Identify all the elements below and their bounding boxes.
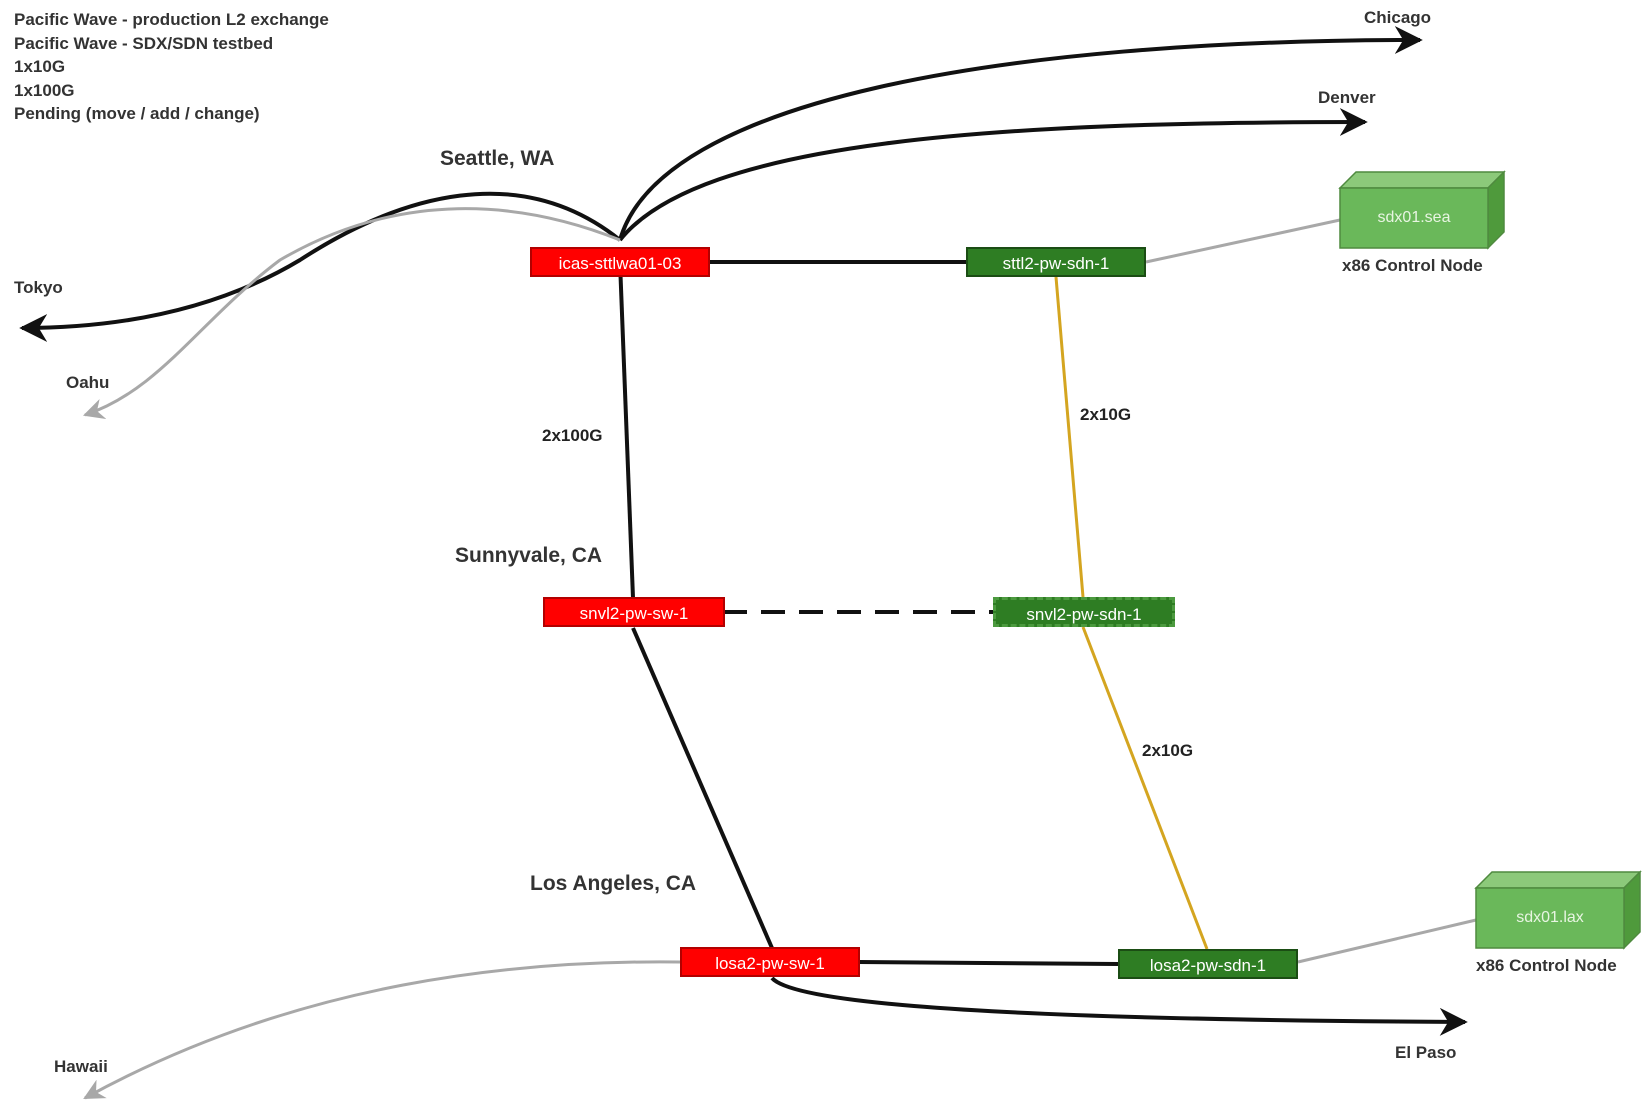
dest-tokyo: Tokyo xyxy=(14,278,63,297)
control-node-box-sea xyxy=(1338,170,1506,250)
control-node-lax-caption: x86 Control Node xyxy=(1476,956,1617,975)
link-la-elpaso xyxy=(770,976,1468,1036)
link-seattle-tokyo xyxy=(19,191,622,342)
legend-item: 1x10G xyxy=(14,57,66,76)
link-snvl2-losa2-sdn xyxy=(1081,626,1209,950)
dest-chicago: Chicago xyxy=(1364,8,1432,27)
control-node-sea-label: sdx01.sea xyxy=(1377,209,1451,226)
link-label-2x10g-sea: 2x10G xyxy=(1080,405,1132,424)
link-seattle-sunnyvale xyxy=(618,261,635,599)
control-node-sea-caption: x86 Control Node xyxy=(1342,256,1483,275)
node-icas-sttlwa01-03[interactable]: icas-sttlwa01-03 xyxy=(530,247,710,277)
node-snvl2-pw-sw-1[interactable]: snvl2-pw-sw-1 xyxy=(543,597,725,627)
city-seattle: Seattle, WA xyxy=(440,147,555,170)
control-node-box-lax xyxy=(1474,870,1642,950)
dest-hawaii: Hawaii xyxy=(54,1057,108,1076)
dest-oahu: Oahu xyxy=(66,373,110,392)
city-sunnyvale: Sunnyvale, CA xyxy=(455,544,603,567)
node-sttl2-pw-sdn-1[interactable]: sttl2-pw-sdn-1 xyxy=(966,247,1146,277)
legend-item: Pacific Wave - production L2 exchange xyxy=(14,10,329,29)
node-losa2-pw-sdn-1[interactable]: losa2-pw-sdn-1 xyxy=(1118,949,1298,979)
link-seattle-oahu xyxy=(83,207,621,419)
city-los-angeles: Los Angeles, CA xyxy=(530,872,697,895)
legend-item: Pacific Wave - SDX/SDN testbed xyxy=(14,33,274,53)
link-label-2x10g-la: 2x10G xyxy=(1142,741,1194,760)
link-losa2-sw-sdn xyxy=(857,960,1119,966)
legend: Pacific Wave - production L2 exchange Pa… xyxy=(14,8,329,126)
link-seattle-chicago xyxy=(618,26,1423,241)
link-la-hawaii xyxy=(83,960,681,1100)
link-losa2-sdx01-lax xyxy=(1297,918,1477,964)
link-sttl2-snvl2-sdn xyxy=(1054,276,1085,598)
dest-el-paso: El Paso xyxy=(1395,1043,1457,1062)
link-seattle-denver xyxy=(618,108,1368,242)
link-sttl2-sdx01-sea xyxy=(1145,218,1341,264)
link-sunnyvale-losangeles xyxy=(631,627,774,949)
link-label-2x100g: 2x100G xyxy=(542,426,603,445)
dest-denver: Denver xyxy=(1318,88,1376,107)
legend-item: 1x100G xyxy=(14,80,75,100)
control-node-lax-label: sdx01.lax xyxy=(1516,909,1584,926)
legend-item: Pending (move / add / change) xyxy=(14,104,260,123)
node-snvl2-pw-sdn-1-pending[interactable]: snvl2-pw-sdn-1 xyxy=(993,597,1175,627)
node-losa2-pw-sw-1[interactable]: losa2-pw-sw-1 xyxy=(680,947,860,977)
